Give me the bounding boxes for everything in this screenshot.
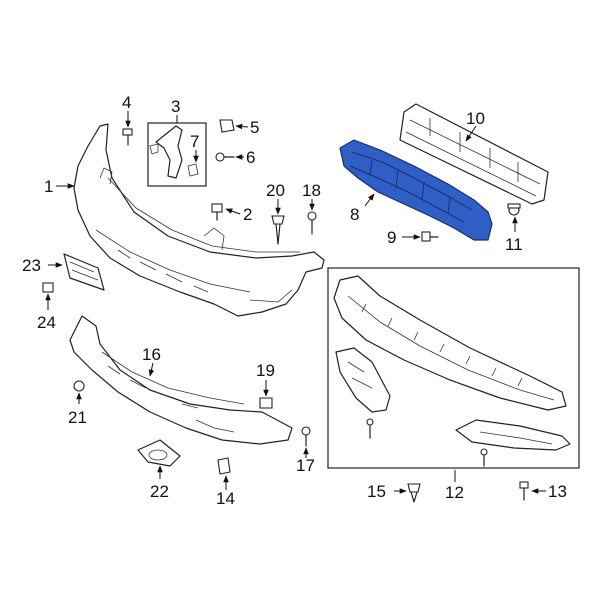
callout-17: 17 [296,456,315,475]
screw-18[interactable] [307,211,317,235]
callout-13: 13 [548,482,567,501]
leader-lines [45,111,546,494]
license-plate-bracket[interactable] [63,253,105,291]
callout-1: 1 [44,177,53,196]
nut-2[interactable] [211,203,223,221]
push-pin-20[interactable] [271,215,285,245]
callout-3: 3 [171,97,180,116]
callout-4: 4 [122,93,131,112]
callout-19: 19 [256,361,275,380]
callout-20: 20 [266,181,285,200]
clip-19[interactable] [259,397,273,409]
fog-lamp-bezel[interactable] [137,439,181,467]
callout-9: 9 [387,228,396,247]
nut-11[interactable] [507,203,521,216]
screw-4[interactable] [122,128,133,146]
clip-14[interactable] [217,457,231,475]
clip-21[interactable] [73,380,85,392]
callout-8: 8 [350,205,359,224]
bolt-6[interactable] [215,152,235,162]
callout-12: 12 [445,483,464,502]
callout-7: 7 [190,132,199,151]
callout-10: 10 [466,109,485,128]
lower-valance[interactable] [69,315,293,445]
clip-5[interactable] [219,119,235,133]
reinforcement-beam[interactable] [399,103,549,205]
callout-2: 2 [243,205,252,224]
clip-24[interactable] [42,282,54,293]
screw-13[interactable] [519,481,529,501]
push-pin-15[interactable] [407,483,421,503]
callout-5: 5 [250,118,259,137]
callout-labels: 1 2 3 4 5 6 7 8 9 10 11 12 13 14 15 16 1… [22,93,567,508]
callout-22: 22 [150,482,169,501]
screw-17[interactable] [301,426,311,447]
callout-6: 6 [246,148,255,167]
callout-21: 21 [68,408,87,427]
callout-24: 24 [37,313,56,332]
air-deflector-group[interactable] [327,267,580,469]
callout-18: 18 [302,181,321,200]
energy-absorber-highlighted[interactable] [339,139,493,241]
bolt-9[interactable] [421,231,439,242]
callout-11: 11 [505,235,523,254]
callout-16: 16 [142,345,161,364]
bumper-cover[interactable] [73,123,325,317]
callout-15: 15 [367,482,386,501]
callout-23: 23 [22,256,41,275]
callout-14: 14 [216,489,235,508]
